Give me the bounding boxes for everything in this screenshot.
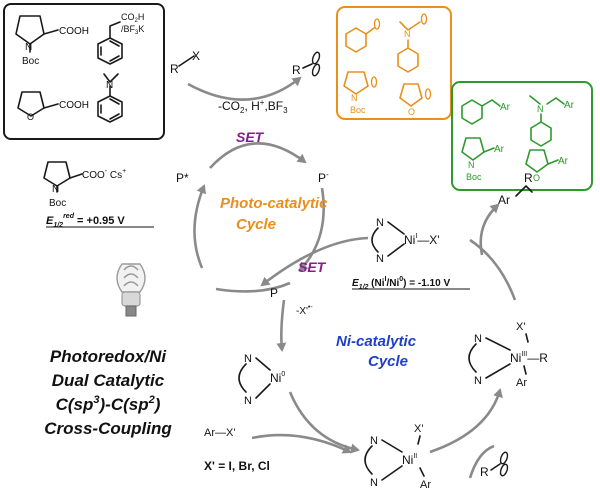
x-definition: X' = I, Br, Cl — [204, 459, 270, 473]
ni-iii-complex: X' N N NiIII—R Ar — [468, 321, 548, 389]
ni-cycle-title-1: Ni-catalytic — [336, 333, 417, 350]
orange-n-2: N — [351, 93, 358, 103]
green-ar-3: Ar — [494, 144, 505, 155]
cooh-label-1: COOH — [59, 26, 89, 37]
orange-n-1: N — [404, 29, 411, 39]
decarboxylation-arrow — [187, 76, 302, 101]
orange-boc: Boc — [350, 105, 366, 115]
r-radical-top: R — [292, 63, 301, 77]
photo-cycle-arc-left — [193, 184, 206, 269]
green-boc: Boc — [466, 172, 482, 182]
reductive-elimination-arrow — [479, 203, 500, 256]
o-label-1: O — [27, 112, 34, 122]
ni-0-complex: N N Ni0 — [238, 353, 285, 407]
green-ar-4: Ar — [558, 156, 569, 167]
ni-cycle-arc-top-left — [260, 236, 369, 287]
minus-x-label: -X'•- — [296, 304, 313, 317]
ni-iii-label: NiIII—R — [510, 351, 548, 365]
radical-orbital-icon — [302, 51, 321, 77]
green-n-1: N — [537, 104, 544, 114]
ni-ii-ar: Ar — [420, 479, 431, 491]
arx-entry-arrow — [251, 433, 352, 454]
ni-i-n-bot: N — [376, 253, 384, 265]
product-box: Ar N Ar Ar N Boc Ar O — [451, 81, 593, 191]
substrate-box: COOH N Boc CO2H /BF3K O COOH N — [3, 3, 165, 140]
photo-cycle-title-2: Cycle — [236, 216, 276, 233]
ni-catalytic-cycle — [251, 203, 517, 479]
orange-o: O — [408, 107, 415, 117]
green-ar-1: Ar — [500, 102, 511, 113]
p-star-label: P* — [176, 171, 189, 185]
e-ni-label: E1/2 (NiI/Ni0) = -1.10 V — [352, 276, 450, 291]
p-minus-label: P- — [318, 170, 329, 185]
ni-cycle-arc-right — [469, 238, 517, 301]
arx-label: Ar—X' — [204, 427, 235, 439]
ni-iii-n-top: N — [474, 333, 482, 345]
headline-line-1: Photoredox/Ni — [50, 347, 167, 366]
green-ar-2: Ar — [564, 100, 575, 111]
ni-cycle-arc-left — [276, 299, 287, 352]
n-label-1: N — [25, 42, 32, 53]
r-radical-bottom: R — [480, 465, 489, 479]
carboxylate-boc: Boc — [49, 198, 66, 209]
photo-cycle-arc-right — [298, 187, 325, 272]
ni-0-label: Ni0 — [270, 371, 285, 385]
boc-proline-structure — [15, 15, 59, 53]
ni-iii-x: X' — [516, 321, 525, 333]
ni-cycle-title-2: Cycle — [368, 353, 408, 370]
radical-box: N N Boc O — [336, 6, 452, 120]
ni-i-n-top: N — [376, 217, 384, 229]
ni-ii-n-bot: N — [370, 477, 378, 489]
photo-cycle-arc-bottom — [215, 281, 291, 293]
co2h-label: CO2H — [121, 12, 144, 24]
reagents-label: -CO2, H+,BF3 — [218, 98, 288, 115]
ni-ii-x: X' — [414, 423, 423, 435]
ni-ii-n-top: N — [370, 435, 378, 447]
ni-cycle-arc-bottom-right — [429, 388, 503, 454]
headline-line-4: Cross-Coupling — [44, 419, 172, 438]
phenylacetic-acid-structure — [97, 21, 123, 65]
photocatalytic-cycle: SET P* P- Photo-catalytic Cycle P — [176, 129, 329, 300]
photo-cycle-title-1: Photo-catalytic — [220, 195, 328, 212]
ni-ii-label: NiII — [402, 453, 417, 467]
set-label-mid: SET — [298, 259, 327, 275]
carboxylate-n: N — [52, 184, 59, 195]
headline-line-3: C(sp3)-C(sp2) — [56, 394, 161, 414]
bf3k-label: /BF3K — [121, 24, 144, 36]
radical-entry-arrow — [468, 444, 495, 479]
cooh-label-2: COOH — [59, 100, 89, 111]
green-n-2: N — [468, 160, 475, 170]
thf-acid-structure — [17, 91, 59, 117]
boc-label-1: Boc — [22, 56, 39, 67]
p-label: P — [270, 286, 278, 300]
e-red-label: E1/2red = +0.95 V — [46, 213, 125, 229]
set-label-top: SET — [236, 129, 265, 145]
ni-iii-ar: Ar — [516, 377, 527, 389]
headline-line-2: Dual Catalytic — [52, 371, 165, 390]
coo-cs-label: COO- Cs+ — [82, 168, 126, 181]
ar-r-r: R — [524, 171, 533, 185]
r-x-r: R — [170, 62, 179, 76]
ni-0-n-bot: N — [244, 395, 252, 407]
dimethylaniline-structure — [97, 73, 123, 123]
ni-i-label: NiI—X' — [404, 233, 440, 247]
ni-i-complex: N N NiI—X' — [371, 217, 440, 265]
ar-r-ar: Ar — [498, 193, 510, 207]
green-o: O — [533, 173, 540, 183]
photo-cycle-arc-top — [209, 142, 307, 169]
ni-0-n-top: N — [244, 353, 252, 365]
light-bulb-icon — [116, 263, 146, 317]
cesium-carboxylate: COO- Cs+ N Boc — [43, 161, 126, 209]
r-x-x: X — [192, 49, 200, 63]
n-label-2: N — [106, 80, 113, 91]
headline: Photoredox/Ni Dual Catalytic C(sp3)-C(sp… — [44, 347, 172, 438]
radical-orbital-icon-bottom — [490, 451, 509, 477]
ni-ii-complex: X' N N NiII Ar — [364, 423, 431, 491]
ni-iii-n-bot: N — [474, 375, 482, 387]
